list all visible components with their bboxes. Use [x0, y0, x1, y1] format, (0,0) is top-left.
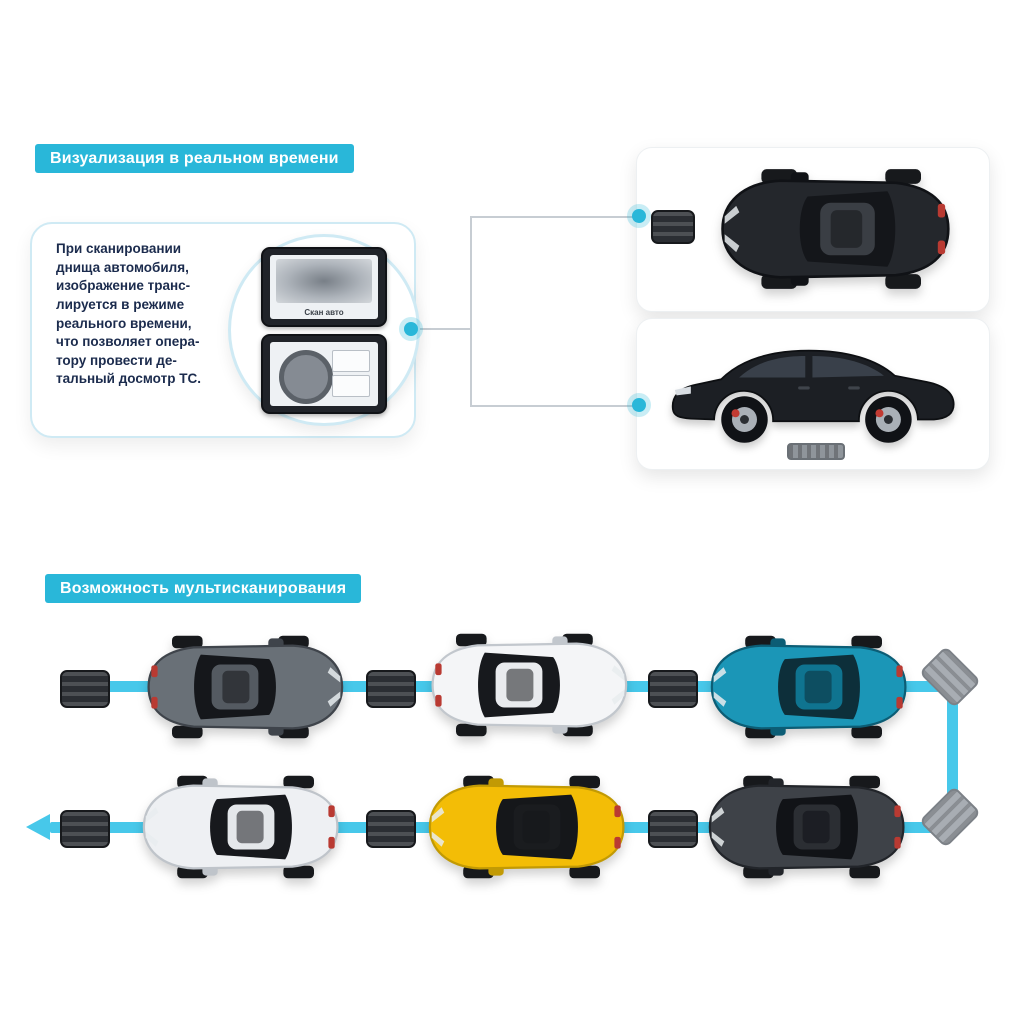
corner-scanner-top-right: [918, 645, 982, 709]
connector-line-to-bottom-card: [470, 405, 638, 407]
white-car-2-top-view: [134, 771, 350, 883]
scanner-device-1: [60, 670, 110, 708]
yellow-car-top-view: [420, 771, 636, 883]
corner-scanner-bottom-right: [918, 785, 982, 849]
scanner-device-4: [648, 810, 698, 848]
black-sedan-side-view: [663, 331, 969, 449]
scanner-device-6: [60, 810, 110, 848]
connector-line-to-top-card: [470, 216, 638, 218]
side-view-card: [636, 318, 990, 470]
scanner-device-top-card: [651, 210, 695, 244]
section1-title-badge: Визуализация в реальном времени: [35, 144, 354, 173]
tablet1-screen: Скан авто: [270, 254, 378, 319]
tablet2-screen: [270, 341, 378, 406]
scan-lane-right-turn: [947, 681, 958, 833]
scan-thumbnail-2: [332, 374, 370, 397]
top-view-card: [636, 147, 990, 312]
camera-view-circle: [279, 349, 333, 404]
teal-car-top-view: [702, 631, 918, 743]
tablet-device-2: [261, 333, 387, 414]
exit-arrow: [26, 814, 50, 840]
scan-thumbnail-1: [332, 349, 370, 372]
gray-car-top-view: [136, 631, 352, 743]
scanner-device-2: [366, 670, 416, 708]
tablet-device-1: Скан авто: [261, 246, 387, 327]
section2-title-badge: Возможность мультисканирования: [45, 574, 362, 603]
connector-dot-top-card: [632, 209, 646, 223]
underbody-scan-image: [276, 258, 372, 303]
connector-line-horizontal: [418, 328, 472, 330]
tablet1-caption: Скан авто: [304, 307, 344, 317]
black-car-top-view: [699, 166, 975, 292]
connector-dot-bottom-card: [632, 398, 646, 412]
description-text: При сканировании днища автомобиля, изобр…: [56, 241, 201, 387]
scanner-device-3: [648, 670, 698, 708]
monitor-circle: Скан авто: [228, 234, 420, 426]
scanner-device-5: [366, 810, 416, 848]
connector-dot-circle: [404, 322, 418, 336]
white-car-top-view: [420, 629, 636, 741]
connector-line-vertical: [470, 216, 472, 407]
dark-car-top-view: [700, 771, 916, 883]
under-vehicle-scanner: [787, 443, 845, 460]
